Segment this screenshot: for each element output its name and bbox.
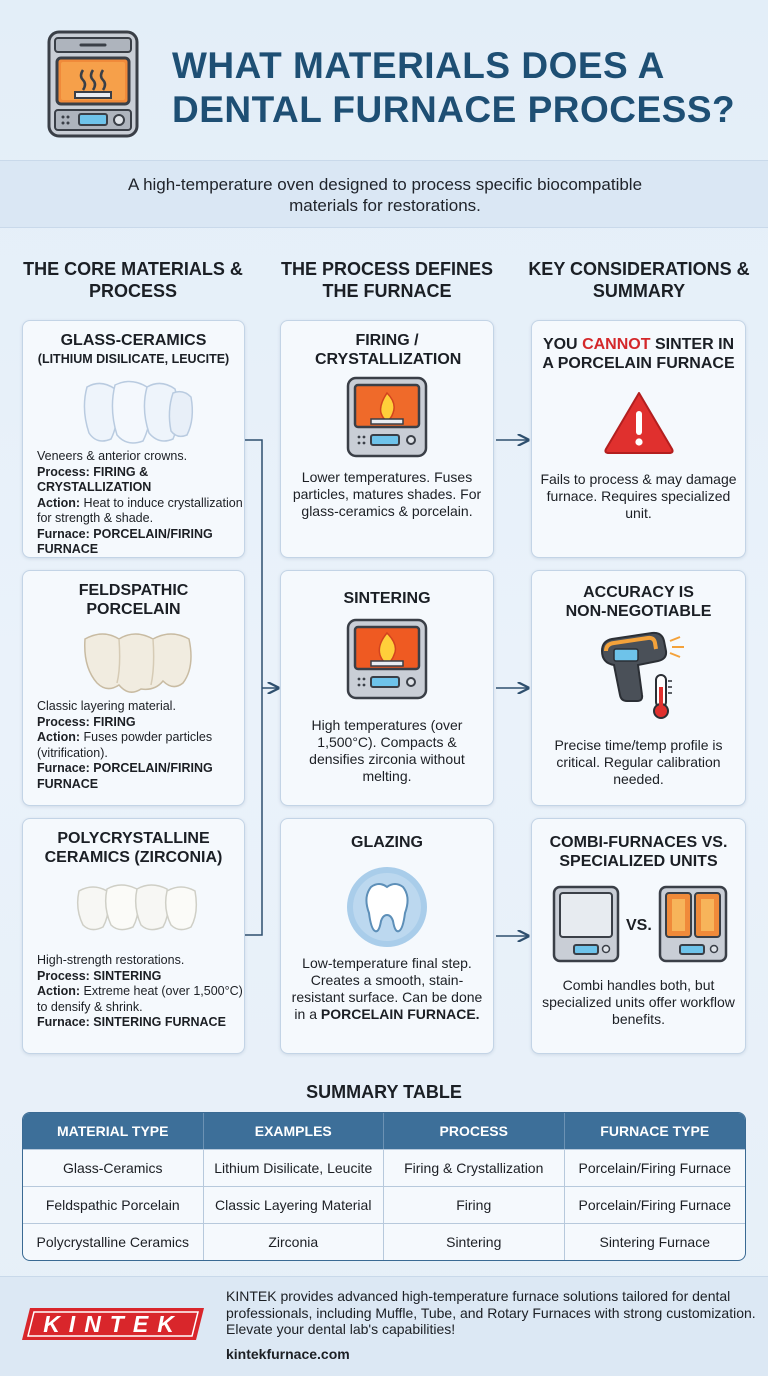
material-process: FIRING & CRYSTALLIZATION: [37, 464, 152, 495]
firing-furnace-icon: [346, 376, 428, 458]
vs-label: VS.: [626, 917, 652, 934]
table-header-cell: MATERIAL TYPE: [23, 1113, 204, 1149]
material-furnace: PORCELAIN/FIRING FURNACE: [37, 761, 213, 791]
material-details: Classic layering material. Process: FIRI…: [37, 699, 249, 792]
material-card-zirconia: POLYCRYSTALLINE CERAMICS (ZIRCONIA) High…: [22, 818, 245, 1054]
furnace-icon: [47, 30, 139, 138]
porcelain-bridge-icon: [84, 633, 192, 693]
material-process: SINTERING: [93, 968, 162, 983]
table-header-cell: EXAMPLES: [203, 1113, 384, 1149]
table-cell: Glass-Ceramics: [23, 1149, 204, 1186]
subtitle-band: [0, 160, 768, 228]
process-card-sintering: SINTERING High temperatures (over 1,500°…: [280, 570, 494, 806]
consideration-title: COMBI-FURNACES VS. SPECIALIZED UNITS: [549, 834, 728, 870]
table-header-cell: FURNACE TYPE: [564, 1113, 745, 1149]
zirconia-crowns-icon: [76, 884, 198, 931]
header: WHAT MATERIALS DOES A DENTAL FURNACE PRO…: [0, 0, 768, 158]
table-cell: Feldspathic Porcelain: [23, 1186, 204, 1223]
column-heading-process: THE PROCESS DEFINES THE FURNACE: [280, 259, 494, 301]
material-use: High-strength restorations.: [37, 953, 185, 967]
material-action: Heat to induce crystallization for stren…: [37, 495, 243, 526]
table-cell: Zirconia: [203, 1223, 384, 1260]
material-furnace: PORCELAIN/FIRING FURNACE: [37, 526, 213, 557]
material-use: Veneers & anterior crowns.: [37, 449, 188, 463]
table-cell: Firing & Crystallization: [384, 1149, 565, 1186]
material-card-feldspathic-porcelain: FELDSPATHIC PORCELAIN Classic layering m…: [22, 570, 245, 806]
material-subtitle: (LITHIUM DISILICATE, LEUCITE): [37, 352, 230, 366]
specialized-furnace-icon: [658, 885, 728, 963]
table-cell: Sintering Furnace: [564, 1223, 745, 1260]
table-cell: Sintering: [384, 1223, 565, 1260]
table-cell: Porcelain/Firing Furnace: [564, 1186, 745, 1223]
table-row: Polycrystalline Ceramics Zirconia Sinter…: [23, 1223, 745, 1260]
consideration-title: ACCURACY IS NON-NEGOTIABLE: [565, 584, 712, 620]
consideration-description: Combi handles both, but specialized unit…: [542, 977, 735, 1027]
consideration-card-accuracy: ACCURACY IS NON-NEGOTIABLE Precise time/…: [531, 570, 746, 806]
consideration-description: Precise time/temp profile is critical. R…: [554, 737, 723, 787]
consideration-description: Fails to process & may damage furnace. R…: [540, 471, 737, 521]
consideration-title: YOU CANNOT SINTER IN A PORCELAIN FURNACE: [542, 336, 735, 372]
consideration-card-combi-furnaces: COMBI-FURNACES VS. SPECIALIZED UNITS VS.…: [531, 818, 746, 1054]
warning-icon: [604, 392, 674, 454]
footer-description: KINTEK provides advanced high-temperatur…: [226, 1288, 756, 1337]
material-process: FIRING: [93, 714, 136, 729]
veneers-icon: [83, 380, 194, 444]
table-cell: Firing: [384, 1186, 565, 1223]
page-title: WHAT MATERIALS DOES A DENTAL FURNACE PRO…: [172, 45, 736, 130]
table-cell: Porcelain/Firing Furnace: [564, 1149, 745, 1186]
material-title: POLYCRYSTALLINE CERAMICS (ZIRCONIA): [44, 830, 223, 866]
material-action: Extreme heat (over 1,500°C) to densify &…: [37, 984, 243, 1014]
column-heading-materials: THE CORE MATERIALS & PROCESS: [23, 259, 243, 301]
material-use: Classic layering material.: [37, 699, 176, 713]
consideration-card-cannot-sinter: YOU CANNOT SINTER IN A PORCELAIN FURNACE…: [531, 320, 746, 558]
table-cell: Polycrystalline Ceramics: [23, 1223, 204, 1260]
table-header-row: MATERIAL TYPE EXAMPLES PROCESS FURNACE T…: [23, 1113, 745, 1149]
tooth-icon: [347, 867, 427, 947]
page-subtitle: A high-temperature oven designed to proc…: [127, 175, 643, 215]
process-description: Low-temperature final step. Creates a sm…: [291, 955, 483, 1022]
summary-table-title: SUMMARY TABLE: [306, 1082, 462, 1102]
material-furnace: SINTERING FURNACE: [93, 1015, 226, 1029]
kintek-logo: KINTEK: [22, 1308, 204, 1340]
cannot-emphasis: CANNOT: [582, 336, 651, 353]
process-title: FIRING / CRYSTALLIZATION: [315, 332, 462, 368]
material-card-glass-ceramics: GLASS-CERAMICS (LITHIUM DISILICATE, LEUC…: [22, 320, 245, 558]
sintering-furnace-icon: [346, 618, 428, 700]
material-title: FELDSPATHIC PORCELAIN: [78, 582, 189, 618]
table-cell: Lithium Disilicate, Leucite: [203, 1149, 384, 1186]
combi-furnace-icon: [552, 885, 620, 963]
thermometer-gun-icon: [600, 631, 684, 719]
process-highlight: PORCELAIN FURNACE.: [320, 1006, 480, 1022]
process-card-glazing: GLAZING Low-temperature final step. Crea…: [280, 818, 494, 1054]
table-row: Glass-Ceramics Lithium Disilicate, Leuci…: [23, 1149, 745, 1186]
material-title: GLASS-CERAMICS: [60, 332, 207, 349]
table-header-cell: PROCESS: [384, 1113, 565, 1149]
table-cell: Classic Layering Material: [203, 1186, 384, 1223]
footer-website-link[interactable]: kintekfurnace.com: [226, 1346, 350, 1362]
material-details: High-strength restorations. Process: SIN…: [37, 953, 249, 1031]
column-heading-considerations: KEY CONSIDERATIONS & SUMMARY: [528, 259, 750, 301]
process-description: High temperatures (over 1,500°C). Compac…: [309, 717, 465, 784]
process-title: SINTERING: [343, 590, 431, 607]
logo-text: KINTEK: [43, 1311, 183, 1337]
process-description: Lower temperatures. Fuses particles, mat…: [292, 469, 482, 519]
material-details: Veneers & anterior crowns. Process: FIRI…: [37, 449, 249, 558]
material-action: Fuses powder particles (vitrification).: [37, 730, 213, 760]
table-row: Feldspathic Porcelain Classic Layering M…: [23, 1186, 745, 1223]
process-card-firing: FIRING / CRYSTALLIZATION Lower temperatu…: [280, 320, 494, 558]
summary-table: MATERIAL TYPE EXAMPLES PROCESS FURNACE T…: [22, 1112, 746, 1261]
process-title: GLAZING: [351, 834, 423, 851]
